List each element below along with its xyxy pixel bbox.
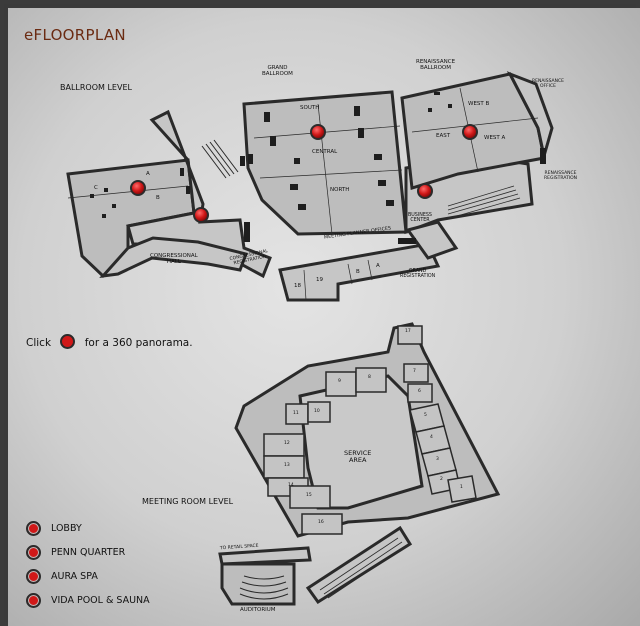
room-9-label: 9: [338, 379, 341, 384]
panorama-marker-ballroom-left[interactable]: [130, 180, 146, 196]
panorama-marker-grand-ballroom[interactable]: [310, 124, 326, 140]
west-a-label: WEST A: [484, 135, 506, 141]
room-12-label: 12: [284, 441, 290, 446]
legend-vida-pool[interactable]: VIDA POOL & SAUNA: [26, 592, 150, 608]
room-3-label: 3: [436, 457, 439, 462]
legend-vida-pool-label: VIDA POOL & SAUNA: [51, 594, 150, 606]
instruction-rest: for a 360 panorama.: [84, 337, 193, 349]
fixtures: [90, 92, 546, 244]
room-14-label: 14: [288, 483, 294, 488]
lobby-marker-icon: [26, 520, 41, 536]
central-label: CENTRAL: [312, 149, 338, 155]
renaissance-ballroom-label: RENAISSANCE BALLROOM: [416, 59, 456, 71]
congressional-hall: [99, 236, 248, 279]
grand-ballroom: [242, 90, 408, 236]
stairs-right: [447, 185, 521, 219]
ramp: [305, 525, 413, 605]
panorama-markers: [130, 124, 478, 223]
room-18-label: 18: [294, 283, 301, 289]
instruction-text: Click for a 360 panorama.: [26, 334, 193, 349]
panorama-marker-congressional[interactable]: [193, 207, 209, 223]
floorplan-panel: eFLOORPLAN: [8, 8, 640, 626]
panorama-marker-renaissance[interactable]: [462, 124, 478, 140]
room-17-label: 17: [405, 329, 411, 334]
left-corridor: [126, 109, 272, 279]
legend-penn-quarter-label: PENN QUARTER: [51, 546, 126, 558]
room-11-label: 11: [293, 411, 299, 416]
stairs-left: [201, 139, 239, 179]
auditorium: [220, 562, 296, 606]
west-b-label: WEST B: [468, 101, 490, 107]
room-1-label: 1: [460, 485, 463, 490]
north-label: NORTH: [330, 187, 350, 193]
auditorium-label: AUDITORIUM: [240, 607, 276, 613]
meeting-room-level-heading: MEETING ROOM LEVEL: [142, 497, 234, 506]
room-4-label: 4: [430, 435, 433, 440]
floorplan-map: [66, 71, 554, 606]
room-2-label: 2: [440, 477, 443, 482]
meeting-room-level-plan: [218, 322, 501, 606]
ballroom-level-heading: BALLROOM LEVEL: [60, 83, 132, 92]
panorama-marker-prefunction[interactable]: [417, 183, 433, 199]
legend-aura-spa[interactable]: AURA SPA: [26, 568, 98, 584]
grand-ballroom-label: GRAND BALLROOM: [262, 65, 293, 77]
congressional-hall-label: CONGRESSIONAL HALL: [150, 253, 198, 265]
business-center: [405, 220, 459, 260]
room-7-label: 7: [413, 369, 416, 374]
room-10-label: 10: [314, 409, 320, 414]
mp-room-b-label: B: [356, 269, 360, 275]
room-13-label: 13: [284, 463, 290, 468]
ramp-lines: [319, 537, 407, 599]
vida-pool-marker-icon: [26, 592, 41, 608]
instruction-click: Click: [26, 337, 52, 349]
legend-lobby-label: LOBBY: [51, 522, 82, 534]
legend-aura-spa-label: AURA SPA: [51, 570, 98, 582]
business-center-label: BUSINESS CENTER: [408, 213, 432, 223]
room-6-label: 6: [418, 389, 421, 394]
room-16-label: 16: [318, 520, 324, 525]
penn-quarter-marker-icon: [26, 544, 41, 560]
meeting-room-cells: [263, 325, 477, 535]
room-19-label: 19: [316, 277, 323, 283]
room-c-label: C: [94, 185, 98, 191]
to-retail-corridor: [218, 546, 312, 566]
room-5-label: 5: [424, 413, 427, 418]
ballroom-level-plan: [66, 71, 554, 302]
room-b-label: B: [156, 195, 160, 201]
room-a-label: A: [146, 171, 150, 177]
east-label: EAST: [436, 133, 451, 139]
grand-registration-label: GRAND REGISTRATION: [400, 269, 436, 279]
app-title: eFLOORPLAN: [24, 26, 126, 44]
mp-room-a-label: A: [376, 263, 380, 269]
room-15-label: 15: [306, 493, 312, 498]
auditorium-seating: [239, 575, 289, 600]
renaissance-office-label: RENAISSANCE OFFICE: [532, 79, 564, 89]
room-8-label: 8: [368, 375, 371, 380]
aura-spa-marker-icon: [26, 568, 41, 584]
renaissance-office: [506, 71, 554, 157]
instruction-marker-icon: [60, 334, 76, 349]
legend-lobby[interactable]: LOBBY: [26, 520, 82, 536]
renaissance-registration-label: RENAISSANCE REGISTRATION: [544, 171, 578, 181]
south-label: SOUTH: [300, 105, 320, 111]
service-area-label: SERVICE AREA: [344, 449, 372, 464]
legend-penn-quarter[interactable]: PENN QUARTER: [26, 544, 125, 560]
